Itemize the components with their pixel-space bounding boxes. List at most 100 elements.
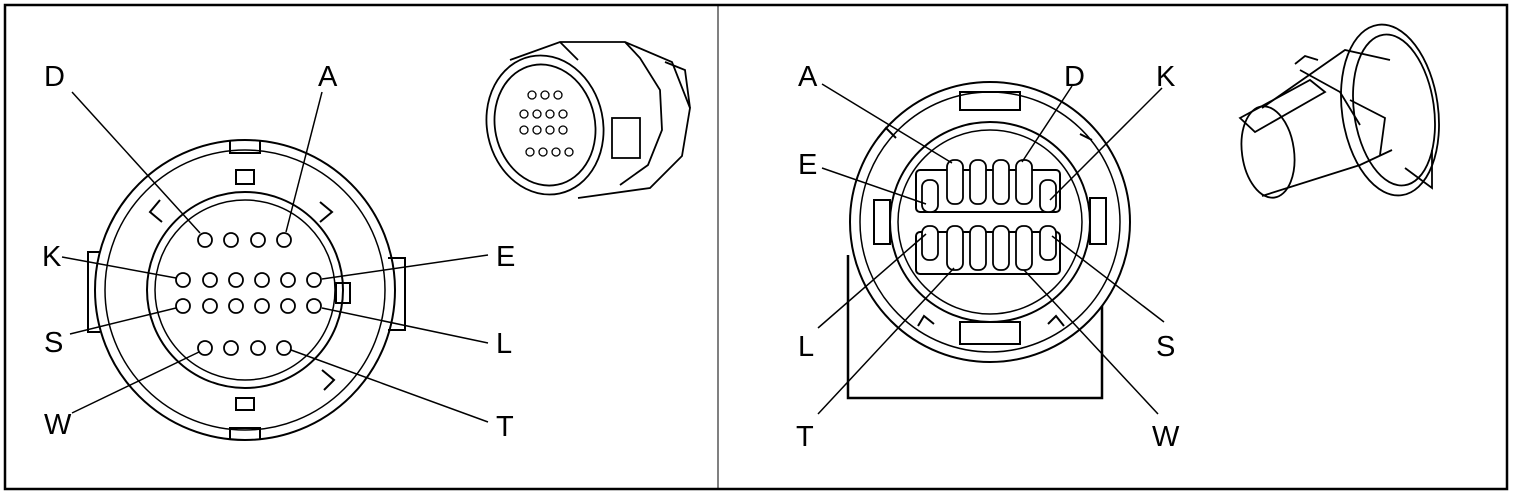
right-iso-body-bottom — [1261, 149, 1393, 197]
right-mount-bracket — [846, 255, 1104, 400]
right-tab-small-1 — [877, 126, 897, 139]
left-pin — [223, 232, 239, 248]
left-top-key-slot — [235, 169, 255, 185]
left-left-latch — [87, 251, 100, 333]
leader-right-K — [1049, 87, 1163, 201]
left-pin — [175, 272, 191, 288]
right-inner-ring-2 — [897, 129, 1083, 315]
right-iso-body-top — [1261, 49, 1391, 109]
leader-left-A — [285, 91, 323, 233]
right-terminal — [921, 179, 939, 213]
right-top-key — [959, 91, 1021, 111]
label-left-W: W — [44, 409, 72, 441]
label-right-W: W — [1152, 421, 1180, 453]
leader-right-E — [821, 167, 927, 205]
left-inner-ring — [104, 149, 386, 431]
left-pin — [254, 298, 270, 314]
right-connector-face — [846, 81, 1131, 400]
iso-pin — [525, 147, 535, 157]
label-right-S: S — [1156, 331, 1175, 363]
iso-pin — [551, 147, 561, 157]
leader-left-S — [69, 307, 177, 335]
right-tab-small-4 — [1079, 133, 1093, 141]
right-terminal — [921, 225, 939, 261]
label-right-A: A — [798, 61, 818, 93]
label-right-K: K — [1156, 61, 1176, 93]
iso-pin — [519, 125, 529, 135]
left-pin — [276, 340, 292, 356]
right-tab-small-3 — [1047, 314, 1065, 327]
left-pin — [280, 272, 296, 288]
leader-left-E — [321, 254, 489, 280]
right-bottom-key — [959, 321, 1021, 345]
leader-right-D — [1021, 85, 1073, 163]
label-right-D: D — [1064, 61, 1085, 93]
left-pins — [175, 232, 322, 356]
iso-pin — [527, 90, 537, 100]
left-right-latch — [388, 257, 406, 331]
leader-right-S — [1051, 235, 1165, 323]
right-terminal — [1039, 225, 1057, 261]
right-iso-latch — [1238, 78, 1327, 134]
left-iso-latch — [611, 117, 641, 159]
right-iso-flange — [1340, 23, 1440, 197]
left-iso-ridge — [619, 41, 663, 186]
right-terminal — [1015, 159, 1033, 205]
left-pin — [228, 272, 244, 288]
right-terminal — [1015, 225, 1033, 271]
left-pin — [202, 298, 218, 314]
left-pin — [228, 298, 244, 314]
leader-left-L — [321, 307, 489, 344]
right-terminal — [946, 225, 964, 271]
outer-frame — [3, 3, 1509, 491]
left-pin — [175, 298, 191, 314]
leader-right-L — [817, 233, 927, 329]
left-tab-1 — [148, 199, 163, 223]
right-terminal — [946, 159, 964, 205]
leader-left-W — [71, 351, 200, 414]
left-tab-2 — [319, 201, 334, 223]
label-right-L: L — [798, 331, 814, 363]
leader-left-K — [61, 256, 177, 279]
left-pin — [280, 298, 296, 314]
right-outer-ring — [849, 81, 1131, 363]
left-iso-front-inner — [493, 63, 597, 187]
right-connector-iso — [1238, 23, 1440, 199]
label-right-T: T — [796, 421, 814, 453]
right-lower-block — [915, 231, 1061, 275]
label-left-A: A — [318, 61, 338, 93]
iso-pin — [540, 90, 550, 100]
left-connector-iso — [485, 41, 691, 199]
iso-pin — [564, 147, 574, 157]
right-iso-rib-2 — [1349, 99, 1386, 156]
label-left-L: L — [496, 328, 512, 360]
left-pin — [202, 272, 218, 288]
label-left-S: S — [44, 327, 63, 359]
label-left-K: K — [42, 241, 62, 273]
right-terminal — [969, 159, 987, 205]
leader-right-W — [1023, 269, 1159, 415]
left-iso-back-edge — [664, 61, 691, 109]
right-iso-mount — [1404, 150, 1433, 190]
left-pin — [306, 272, 322, 288]
right-leader-lines — [817, 83, 1165, 415]
label-left-T: T — [496, 411, 514, 443]
left-pin — [254, 272, 270, 288]
right-left-tab — [873, 199, 891, 245]
left-tab-3 — [321, 369, 336, 391]
left-leader-lines — [61, 91, 489, 423]
iso-pin — [532, 125, 542, 135]
left-right-latch-window — [335, 282, 351, 304]
label-right-E: E — [798, 149, 817, 181]
leader-right-T — [817, 267, 955, 415]
iso-pin — [545, 125, 555, 135]
left-pin — [250, 232, 266, 248]
left-connector-face — [87, 139, 406, 441]
label-left-D: D — [44, 61, 65, 93]
left-pin — [197, 232, 213, 248]
left-iso-pins — [519, 90, 574, 157]
iso-pin — [545, 109, 555, 119]
left-bottom-key — [229, 427, 261, 440]
